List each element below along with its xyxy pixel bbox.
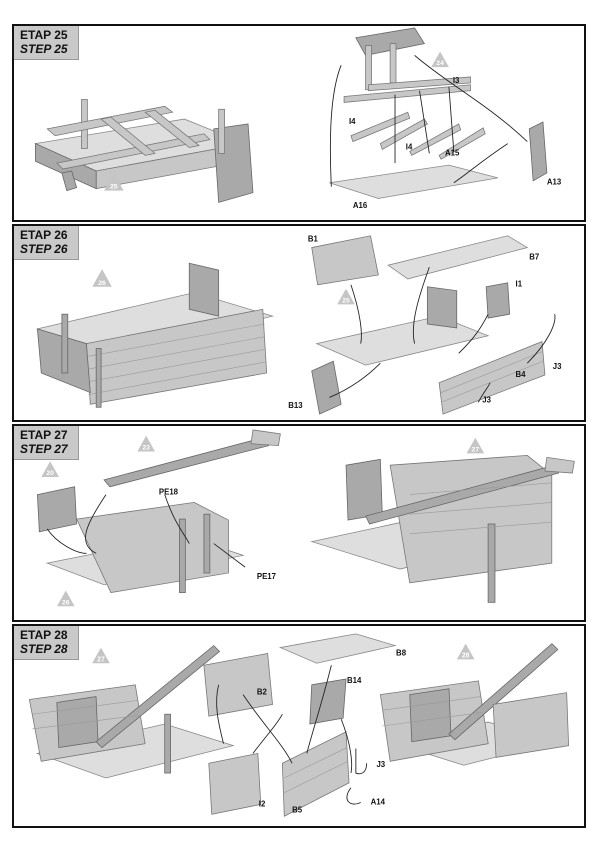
- step-27-title: STEP 27: [20, 442, 68, 456]
- ref-badge-23: 23: [137, 435, 155, 452]
- label-pe17: PE17: [257, 572, 277, 581]
- svg-text:25: 25: [342, 297, 350, 304]
- step-28-result-assembly: [379, 643, 570, 766]
- label-b14: B14: [347, 676, 362, 685]
- ref-badge-25: 25: [337, 288, 355, 304]
- label-a14: A14: [371, 797, 386, 806]
- label-i2: I2: [259, 799, 266, 808]
- ref-badge-27: 27: [92, 647, 110, 663]
- label-b1: B1: [308, 235, 319, 244]
- step-28-title: STEP 28: [20, 642, 68, 656]
- step-26-header: ETAP 26 STEP 26: [14, 226, 79, 260]
- svg-text:24: 24: [436, 60, 444, 67]
- result-badge-27: 27: [466, 437, 485, 453]
- step-25-panel: ETAP 25 STEP 25 25: [12, 24, 586, 222]
- etap-26-title: ETAP 26: [20, 228, 68, 242]
- step-27-header: ETAP 27 STEP 27: [14, 426, 79, 460]
- step-28-panel: ETAP 28 STEP 28 27: [12, 624, 586, 828]
- svg-text:27: 27: [472, 446, 480, 453]
- step-25-title: STEP 25: [20, 42, 68, 56]
- label-i1: I1: [516, 280, 523, 289]
- label-i4-a: I4: [349, 117, 356, 126]
- label-j3-b: J3: [482, 395, 491, 404]
- svg-text:20: 20: [46, 470, 54, 477]
- etap-25-title: ETAP 25: [20, 28, 68, 42]
- label-a13: A13: [547, 178, 562, 187]
- step-28-base-assembly: [28, 645, 235, 779]
- step-26-exploded-parts: [311, 235, 556, 415]
- label-b4: B4: [516, 370, 527, 379]
- label-b5: B5: [292, 805, 303, 814]
- step-27-panel: ETAP 27 STEP 27 20 23 26 PE18: [12, 424, 586, 622]
- label-i3: I3: [453, 76, 460, 85]
- step-27-illustration: 20 23 26 PE18 PE17 27: [36, 429, 575, 606]
- ref-badge-24: 24: [431, 51, 449, 67]
- label-i4-b: I4: [406, 142, 413, 151]
- step-25-exploded-parts: [329, 27, 548, 199]
- label-b2: B2: [257, 688, 268, 697]
- label-b7: B7: [529, 252, 540, 261]
- step-26-panel: ETAP 26 STEP 26 26: [12, 224, 586, 422]
- step-26-title: STEP 26: [20, 242, 68, 256]
- step-26-illustration: 26 25 B1 B7 I1 J3 B4 J3 B13: [35, 235, 562, 415]
- label-b8: B8: [396, 648, 407, 657]
- step-27-assembled-bed: [310, 454, 575, 603]
- result-badge-25: 25: [104, 172, 124, 191]
- svg-text:25: 25: [110, 184, 118, 191]
- svg-text:28: 28: [462, 652, 470, 659]
- step-28-illustration: 27 B8 B2 B14 J3 A14 I2 B5: [28, 633, 570, 817]
- label-j3-a: J3: [553, 362, 562, 371]
- result-badge-28: 28: [456, 643, 475, 659]
- step-25-assembled-frame: [34, 99, 254, 203]
- step-26-assembled-bed: [35, 262, 275, 408]
- step-25-header: ETAP 25 STEP 25: [14, 26, 79, 60]
- ref-badge-20: 20: [41, 461, 59, 477]
- step-25-illustration: 25 24 I3 I4 I4 A15: [34, 27, 562, 210]
- svg-text:26: 26: [98, 280, 106, 287]
- result-badge-26: 26: [92, 269, 112, 287]
- step-28-header: ETAP 28 STEP 28: [14, 626, 79, 660]
- etap-28-title: ETAP 28: [20, 628, 68, 642]
- step-28-exploded-parts: [203, 633, 397, 817]
- step-27-exploded-parts: [36, 429, 281, 594]
- svg-text:23: 23: [142, 445, 150, 452]
- label-a16: A16: [353, 201, 368, 210]
- label-j3: J3: [376, 760, 385, 769]
- label-a15: A15: [445, 148, 460, 157]
- svg-text:27: 27: [97, 656, 105, 663]
- ref-badge-26: 26: [56, 590, 75, 606]
- label-pe18: PE18: [159, 488, 179, 497]
- etap-27-title: ETAP 27: [20, 428, 68, 442]
- svg-text:26: 26: [62, 599, 70, 606]
- label-b13: B13: [288, 401, 303, 410]
